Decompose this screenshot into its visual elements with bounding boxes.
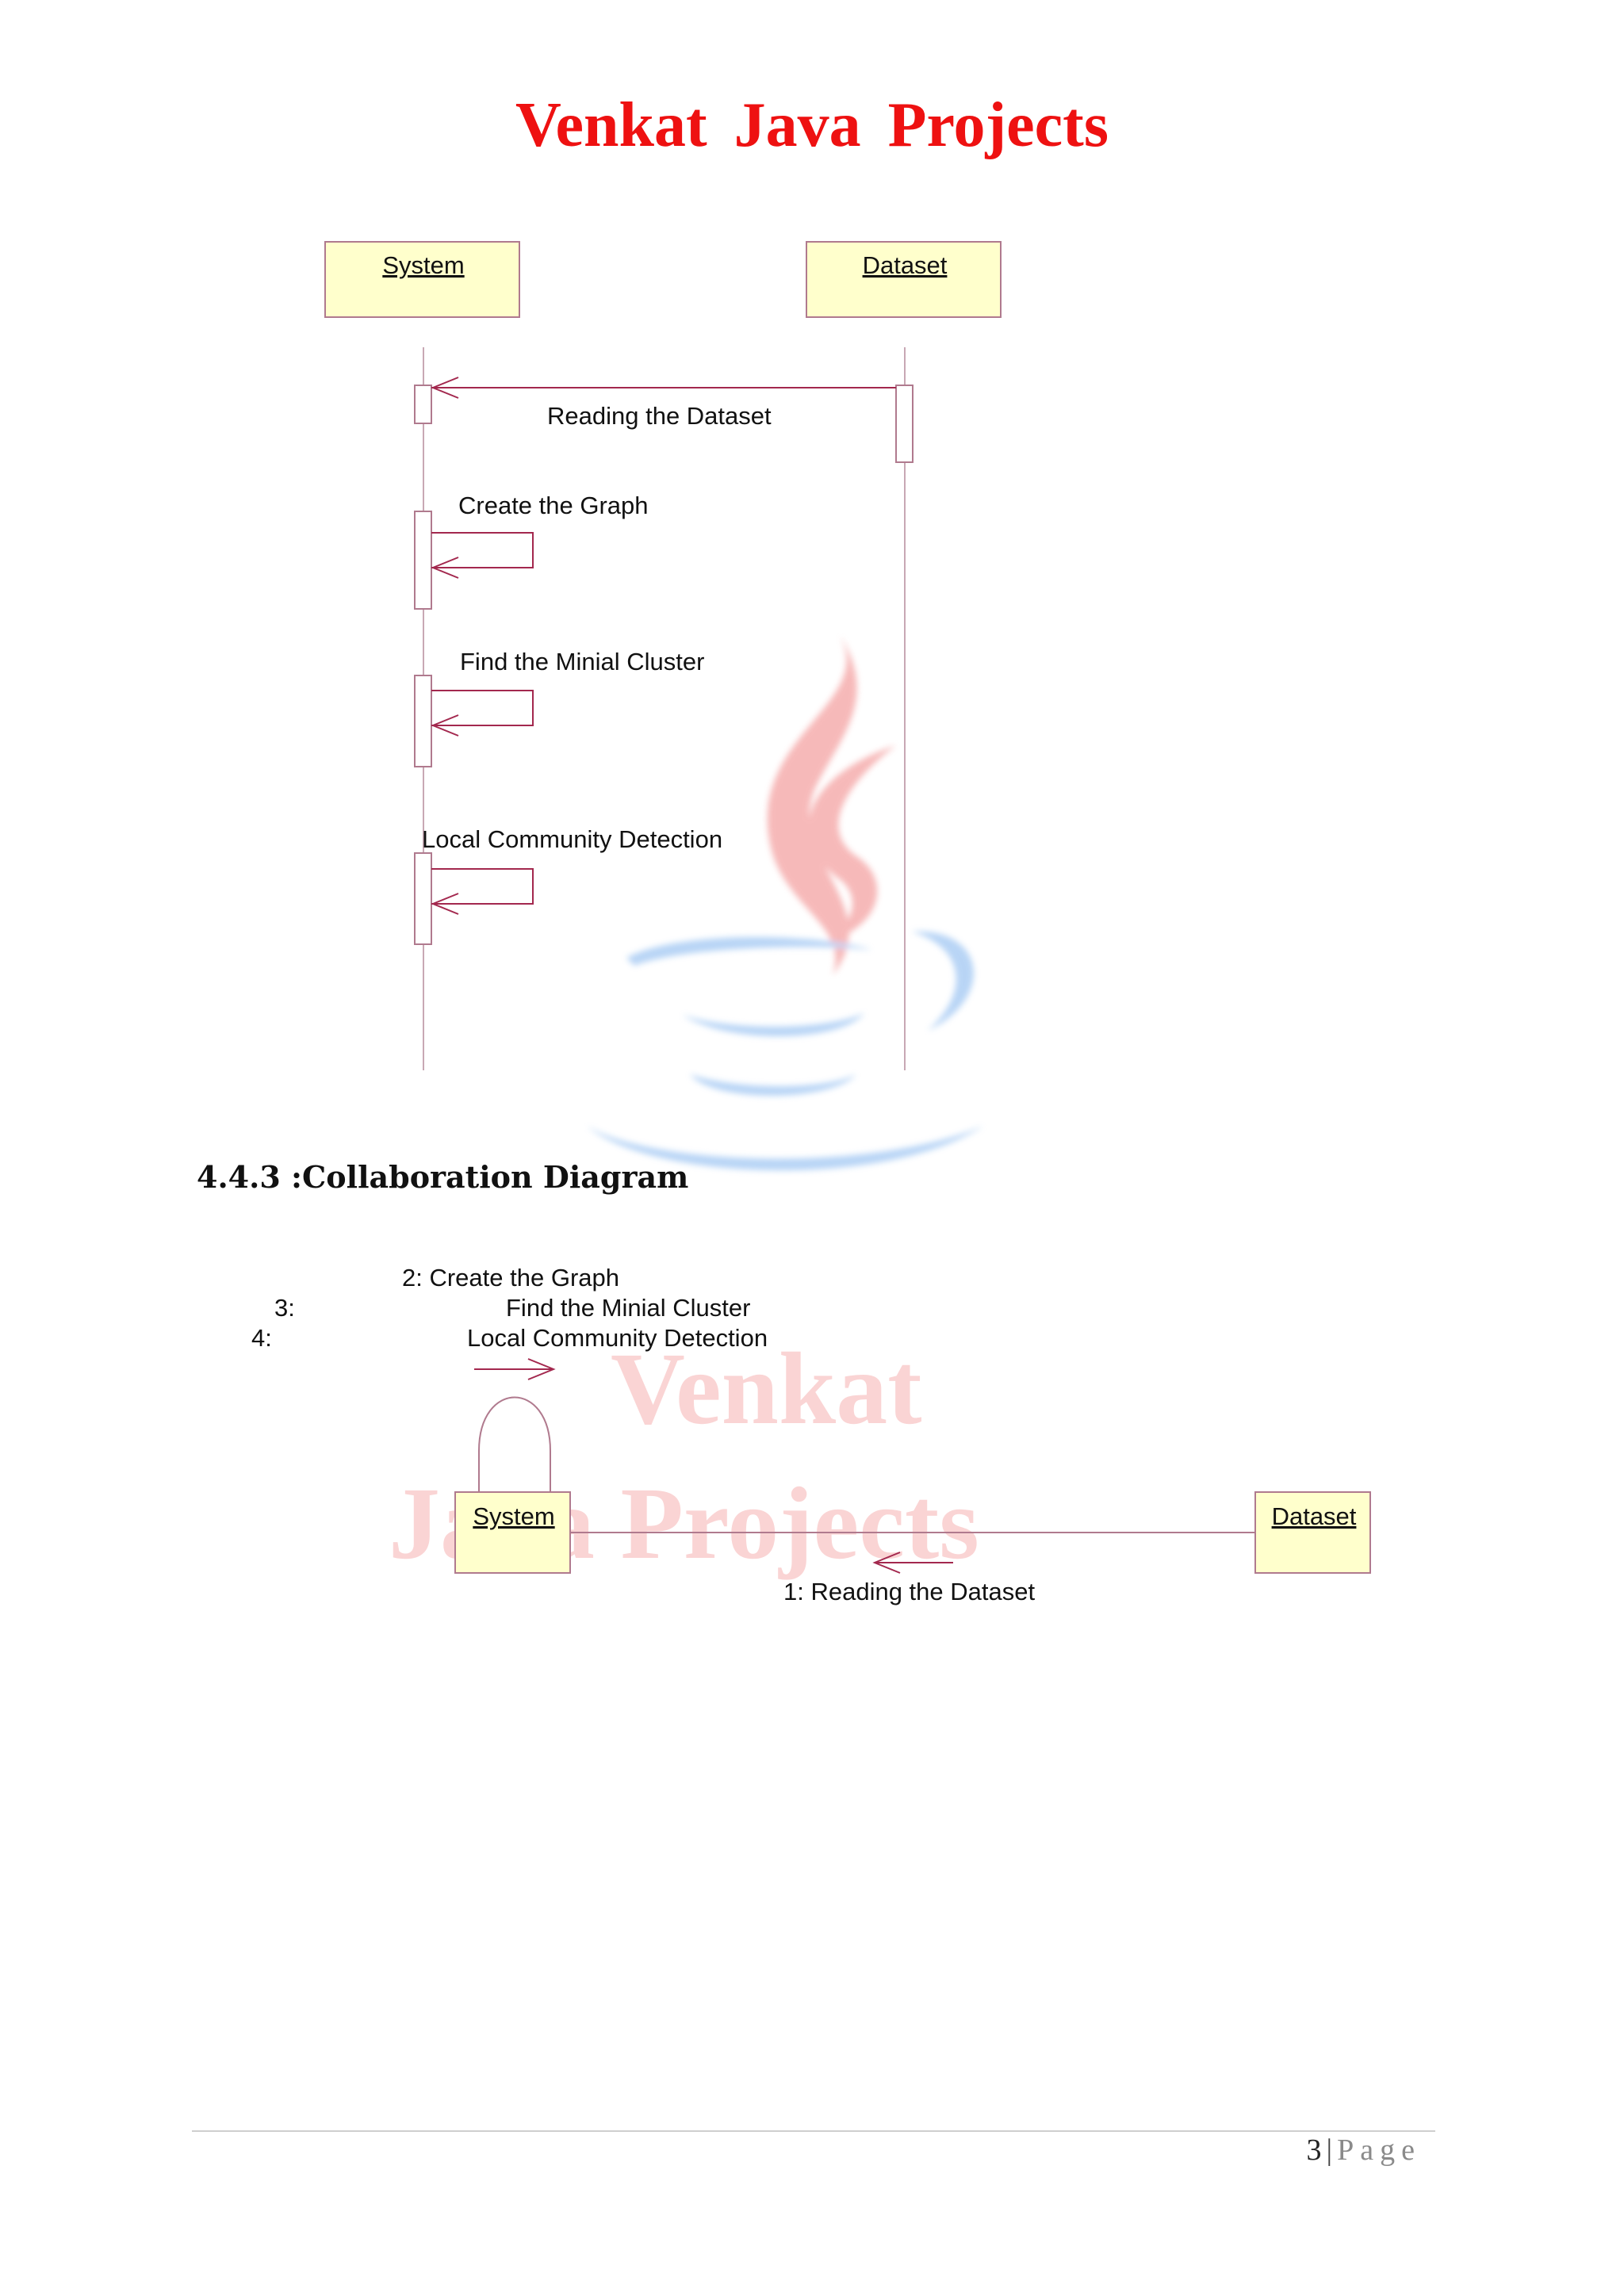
watermark-cup-handle — [912, 931, 974, 1031]
lifeline-head-system[interactable] — [324, 241, 520, 318]
arrowhead-reading-dataset — [431, 377, 459, 399]
object-label-dataset: Dataset — [1272, 1502, 1357, 1530]
self-link-loop — [478, 1396, 551, 1494]
watermark-saucer — [587, 1126, 983, 1171]
activation-system-4 — [414, 852, 432, 945]
self-message-find-cluster[interactable] — [431, 690, 534, 726]
self-message-arrow — [474, 1358, 556, 1380]
sequence-labels: System Dataset Reading the Dataset Creat… — [382, 251, 947, 853]
activation-system-2 — [414, 511, 432, 610]
collaboration-labels: System Dataset 2: Create the Graph 3: Fi… — [251, 1264, 1357, 1605]
arrowhead-create-graph — [431, 557, 459, 579]
message-label-local-community: Local Community Detection — [422, 825, 722, 853]
object-system[interactable] — [454, 1491, 571, 1574]
link-message-label: 1: Reading the Dataset — [783, 1578, 1035, 1605]
lifeline-label-system: System — [382, 251, 464, 279]
page-separator: | — [1326, 2133, 1333, 2167]
activation-system-1 — [414, 385, 432, 424]
self-message-label-4: Local Community Detection — [467, 1324, 768, 1352]
java-logo-watermark — [587, 634, 983, 1171]
self-message-create-graph[interactable] — [431, 532, 534, 568]
sequence-messages — [431, 377, 896, 915]
footer-rule — [192, 2130, 1435, 2132]
activation-system-3 — [414, 675, 432, 767]
watermark-flame-large — [767, 634, 857, 975]
self-message-label-2: 2: Create the Graph — [402, 1264, 619, 1292]
watermark-line1: Venkat — [611, 1332, 922, 1446]
section-heading: 4.4.3 :Collaboration Diagram — [197, 1159, 689, 1195]
self-message-local-community[interactable] — [431, 868, 534, 905]
activation-dataset-1 — [895, 385, 914, 463]
collaboration-diagram — [454, 1358, 1371, 1574]
message-label-find-cluster: Find the Minial Cluster — [460, 648, 704, 675]
lifeline-label-dataset: Dataset — [863, 251, 948, 279]
watermark-flame-small — [808, 745, 896, 943]
message-label-reading-dataset: Reading the Dataset — [547, 402, 772, 430]
lifeline-head-dataset[interactable] — [806, 241, 1002, 318]
watermark-cup-top — [626, 936, 872, 966]
link-message-arrow — [872, 1552, 953, 1574]
object-label-system: System — [473, 1502, 554, 1530]
self-message-number-3: 3: — [274, 1294, 295, 1322]
watermark-cup-lower — [690, 1074, 856, 1096]
object-dataset[interactable] — [1254, 1491, 1371, 1574]
page-number: 3 — [1306, 2133, 1322, 2167]
self-message-number-4: 4: — [251, 1324, 272, 1352]
arrowhead-find-cluster — [431, 714, 459, 737]
page-footer: 3|Page — [1307, 2133, 1421, 2168]
sequence-diagram — [324, 241, 1002, 1070]
page-word: Page — [1337, 2133, 1421, 2167]
message-label-create-graph: Create the Graph — [458, 492, 649, 519]
watermark-cup-band — [682, 1013, 864, 1037]
page-title: Venkat Java Projects — [515, 90, 1109, 160]
arrowhead-local-community — [431, 893, 459, 915]
self-message-label-3: Find the Minial Cluster — [506, 1294, 750, 1322]
